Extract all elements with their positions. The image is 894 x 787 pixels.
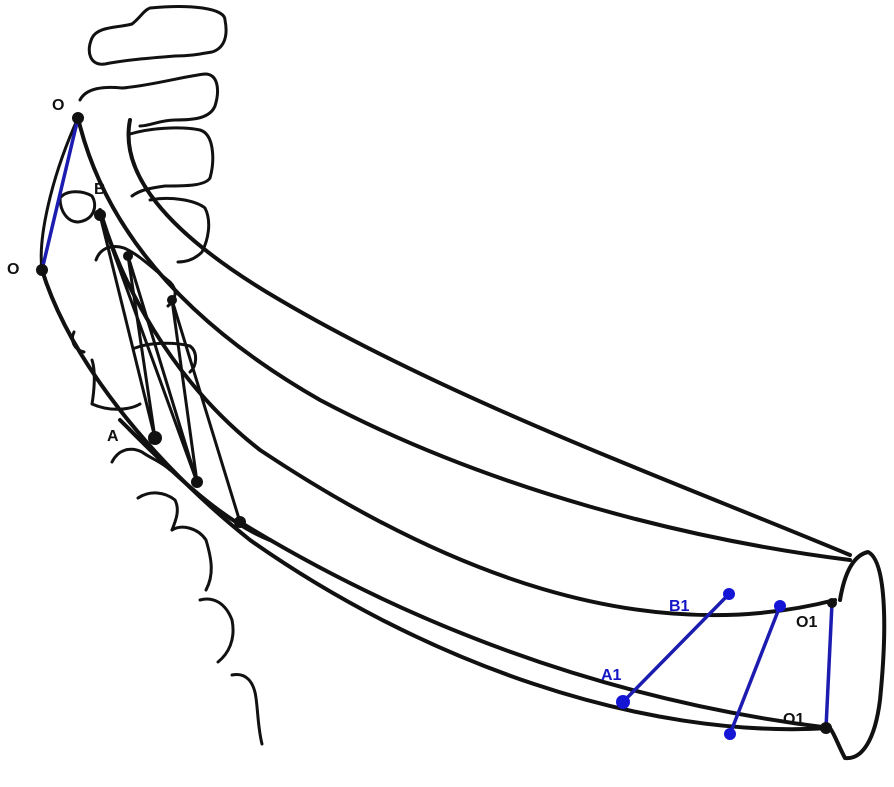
point-o1-lower [820,722,832,734]
label-b1: B1 [669,598,690,615]
rib [39,116,887,761]
line-b-a [98,213,157,440]
label-o-lower: O [7,261,19,278]
point-b [94,209,106,221]
black-measurement-lines [98,213,242,524]
point-a [148,431,162,445]
point-mid-blue-bottom [724,728,736,740]
blue-measurement-lines [40,116,834,736]
label-o1-upper: O1 [796,614,817,631]
vertebra-2 [78,72,219,128]
vertebra-5 [133,341,198,374]
point-a1 [616,695,630,709]
label-o-upper: O [52,97,64,114]
line-o-o [40,116,80,272]
label-a: A [107,428,119,445]
line-b-lower [98,213,199,484]
spine-lower-5 [230,672,264,746]
vertebra-3 [128,126,215,198]
vertebral-column [58,5,264,746]
spine-lower-4 [198,597,235,664]
vertebra-4 [148,196,211,264]
line-mid-2 [170,298,242,524]
label-b: B [94,181,106,198]
point-lower-1 [191,476,203,488]
rib-head-left [39,116,80,272]
points [36,112,837,740]
point-mid-blue-top [774,600,786,612]
label-o1-lower: O1 [783,711,804,728]
spine-lower-3 [170,525,213,592]
line-cross-1 [126,254,157,440]
line-b1-a1 [621,592,731,704]
rib-anterior-end [828,550,887,761]
point-mid-1 [123,251,133,261]
vertebra-side-1 [58,190,97,224]
rib-mid-lower-contour [238,520,832,730]
point-o-upper [72,112,84,124]
line-cross-2 [170,298,199,484]
line-mid-1 [126,254,199,484]
rib-upper-outer-edge [76,116,852,562]
line-o1-o1 [824,601,834,730]
label-a1: A1 [601,667,622,684]
point-o1-upper [827,598,837,608]
vertebra-top [87,5,228,66]
point-mid-2 [167,295,177,305]
rib-upper-inner-edge [126,118,852,557]
labels: O O B A B1 A1 O1 O1 [7,97,817,728]
point-o-lower [36,264,48,276]
rib-lower-inner-edge [98,208,837,618]
line-mid-blue [728,604,782,736]
rib-lower-outer-edge [40,268,832,732]
point-b1 [723,588,735,600]
spine-lower-2 [136,491,179,532]
point-lower-2 [234,516,246,528]
